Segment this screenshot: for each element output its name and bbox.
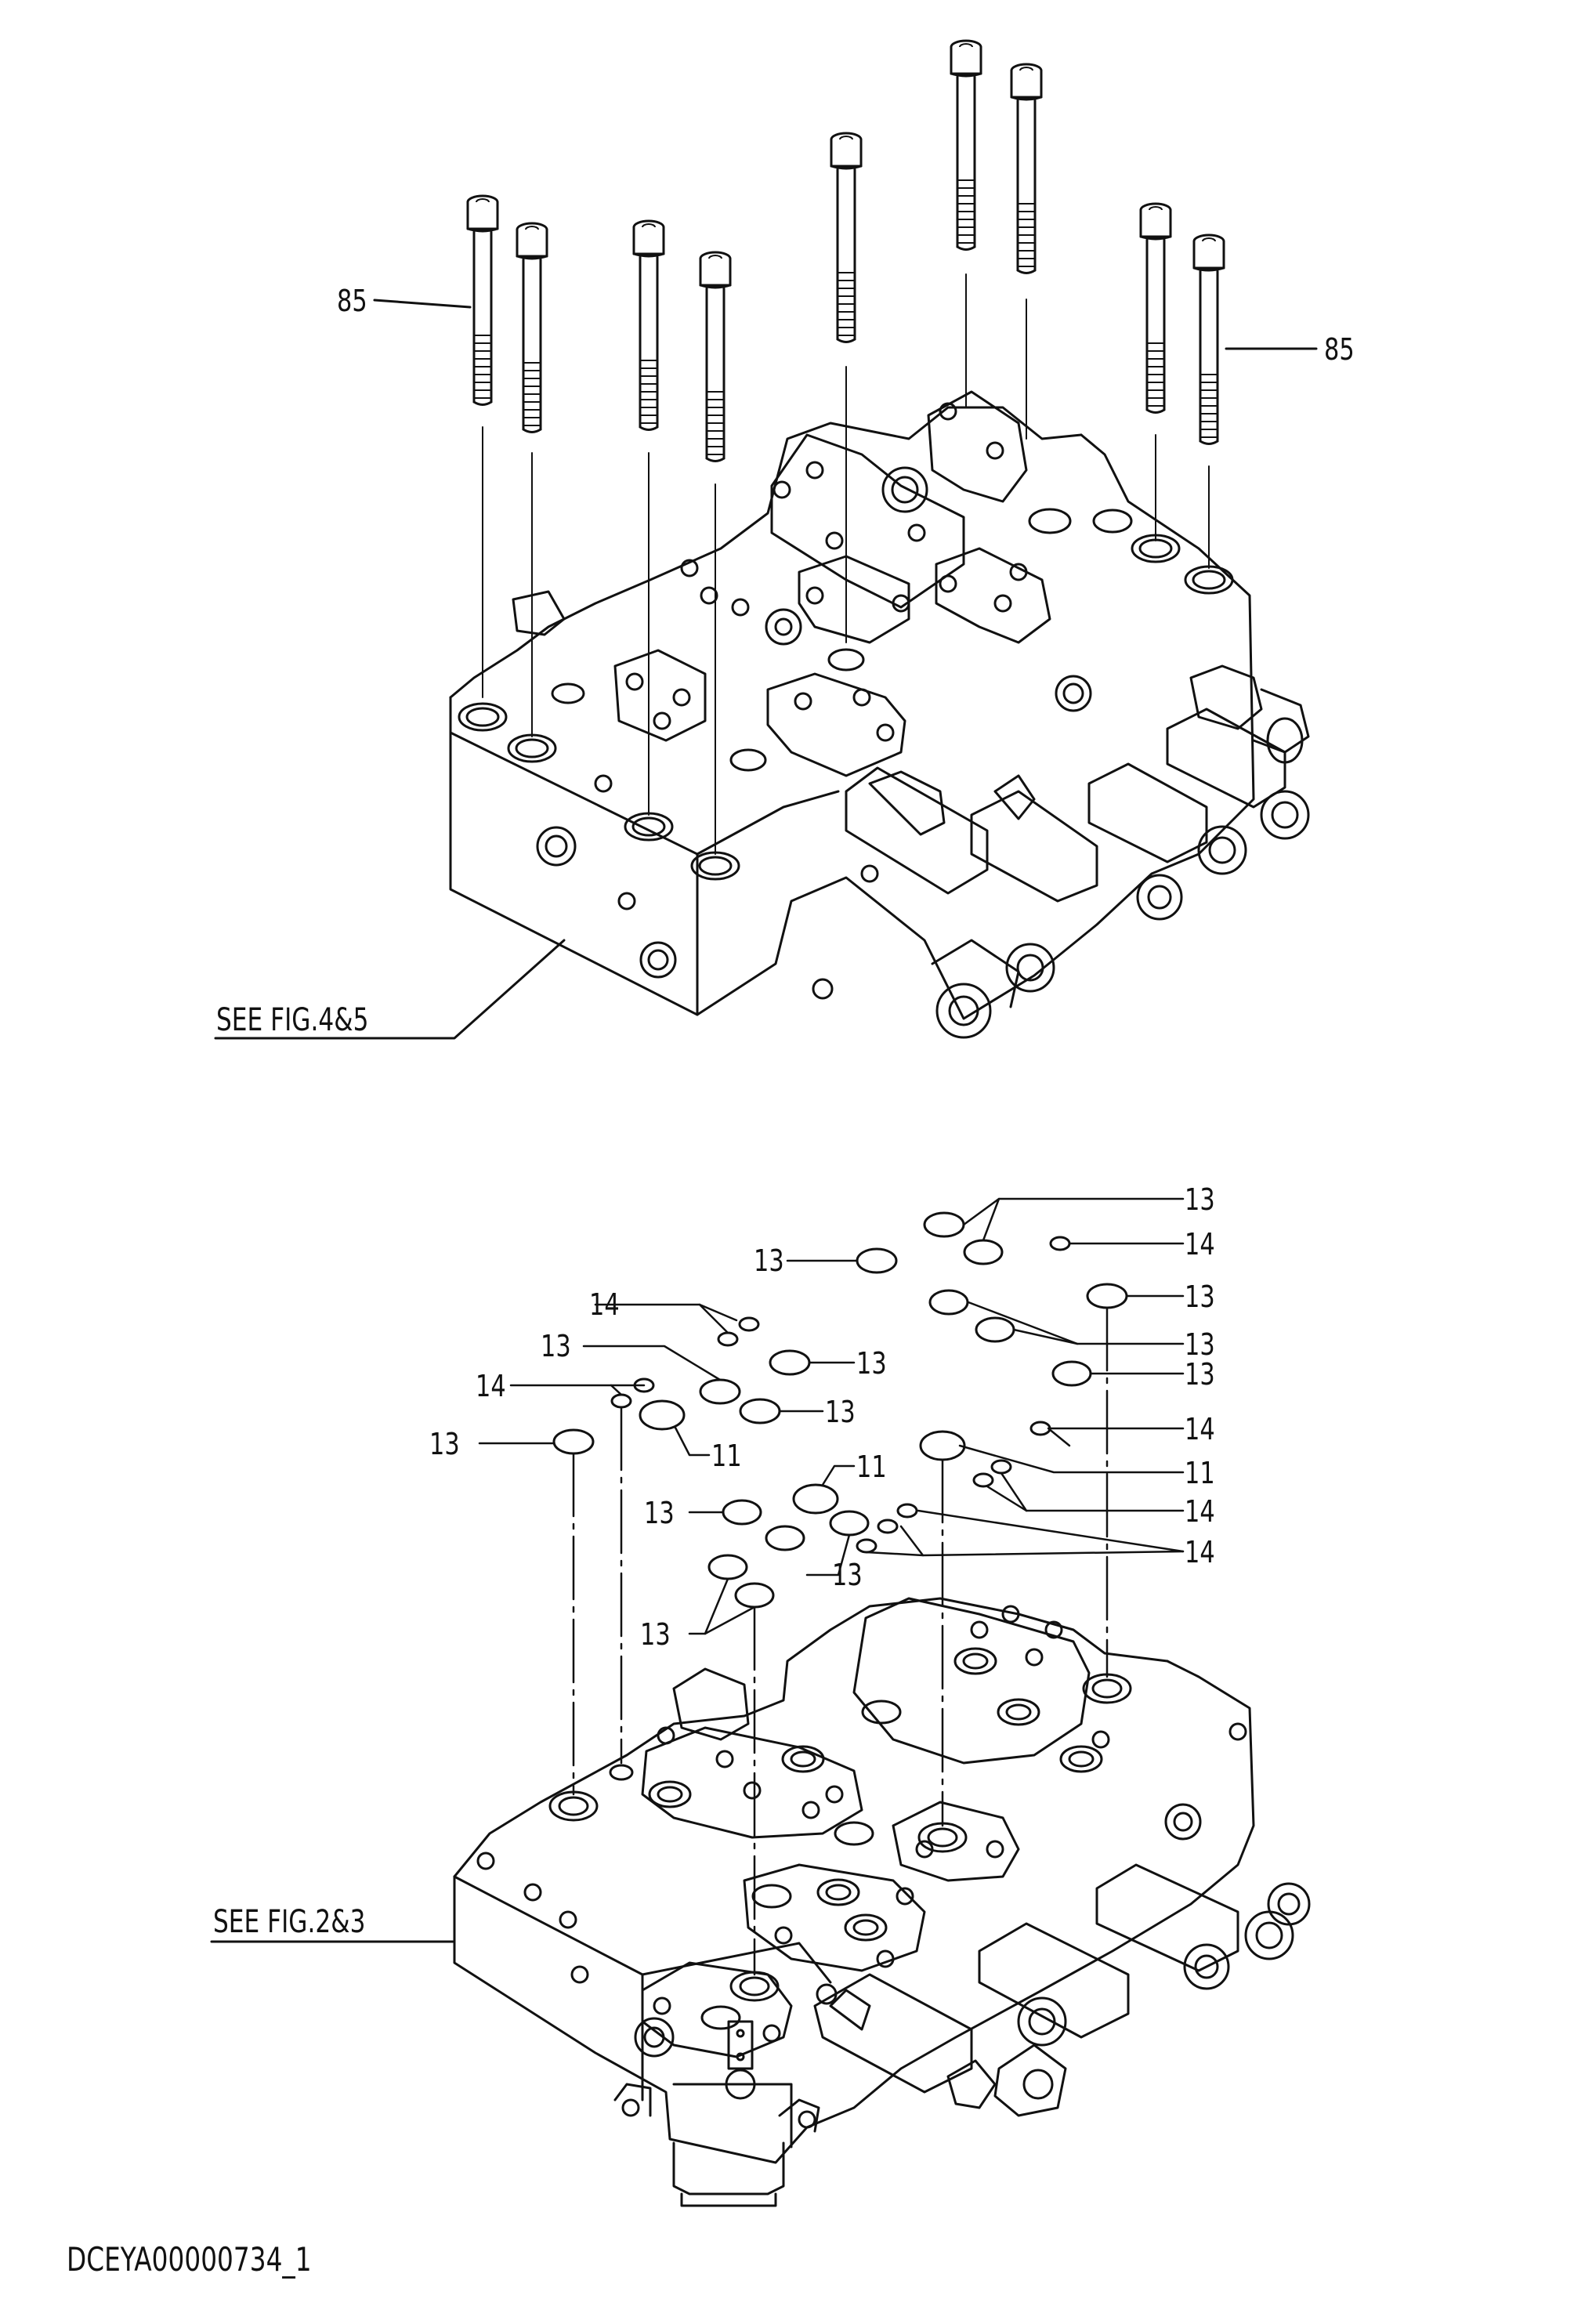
see-fig-2-3-reference: SEE FIG.2&3 [213,1904,366,1940]
part-label-14: 14 [1185,1535,1215,1569]
part-label-13: 13 [754,1243,784,1278]
part-label-13: 13 [640,1617,671,1652]
part-label-14: 14 [1185,1412,1215,1446]
part-label-11: 11 [1185,1456,1215,1490]
bolt-center-lines [482,273,1210,855]
part-label-13: 13 [541,1329,571,1363]
part-label-13: 13 [1185,1357,1215,1392]
part-label-11: 11 [711,1439,742,1473]
part-label-11: 11 [856,1450,887,1484]
part-label-13: 13 [644,1496,675,1530]
part-label-85-left: 85 [337,284,367,318]
part-label-13: 13 [1185,1182,1215,1217]
part-label-13: 13 [1185,1327,1215,1362]
part-label-14: 14 [1185,1494,1215,1529]
valve-body-upper [214,299,1318,1040]
part-label-13: 13 [825,1395,856,1429]
part-label-13: 13 [429,1427,460,1461]
part-label-13: 13 [856,1346,887,1381]
valve-body-lower [210,1597,1311,2207]
see-fig-4-5-reference: SEE FIG.4&5 [216,1002,369,1038]
drawing-code: DCEYA00000734_1 [67,2240,312,2279]
part-label-13: 13 [832,1558,863,1592]
part-label-14: 14 [476,1369,506,1403]
part-label-85-right: 85 [1324,332,1355,367]
part-label-13: 13 [1185,1280,1215,1314]
leader-lines-lower [478,1197,1185,1976]
part-label-14: 14 [589,1287,620,1322]
part-label-14: 14 [1185,1227,1215,1262]
